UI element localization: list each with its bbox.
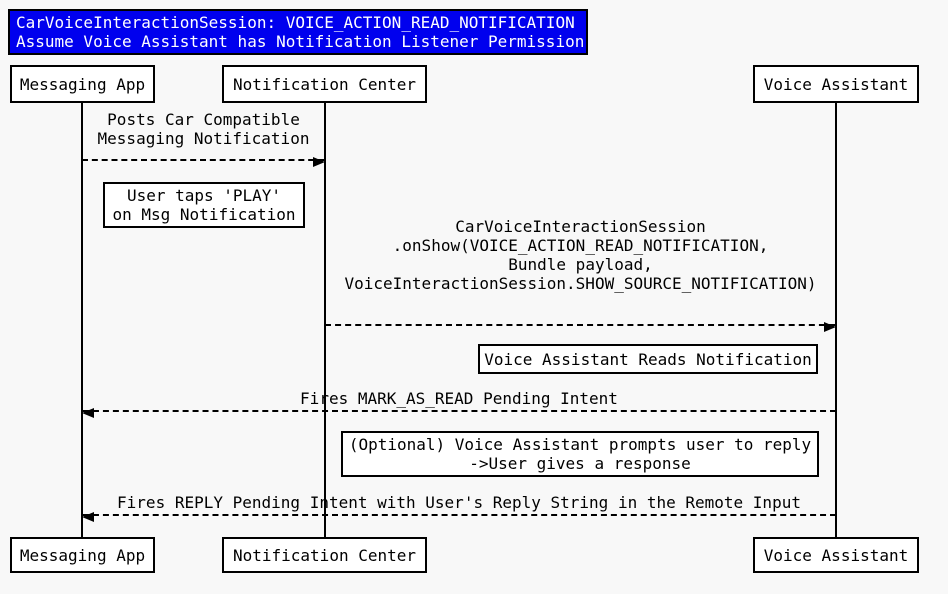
message-2-line-1: CarVoiceInteractionSession [455, 217, 706, 236]
message-4-label: Fires REPLY Pending Intent with User's R… [82, 493, 836, 512]
arrowhead-right-icon [824, 322, 836, 332]
note-line: User taps 'PLAY' [126, 186, 282, 205]
participant-notification-center-bottom: Notification Center [222, 537, 427, 573]
participant-label: Voice Assistant [763, 74, 909, 94]
message-1-label: Posts Car Compatible Messaging Notificat… [82, 110, 325, 148]
message-2-arrow [325, 322, 836, 332]
message-4-arrow [82, 512, 836, 522]
participant-label: Messaging App [19, 74, 146, 94]
message-1-arrow [82, 157, 325, 167]
note-user-taps-play: User taps 'PLAY' on Msg Notification [103, 182, 305, 228]
lifeline-notification-center [324, 103, 326, 537]
participant-label: Notification Center [232, 74, 417, 94]
lifeline-voice-assistant [835, 103, 837, 537]
note-line: Voice Assistant Reads Notification [484, 349, 812, 369]
message-3-line-1: Fires MARK_AS_READ Pending Intent [300, 389, 618, 408]
message-3-label: Fires MARK_AS_READ Pending Intent [82, 389, 836, 408]
participant-label: Messaging App [19, 545, 146, 565]
participant-label: Notification Center [232, 545, 417, 565]
message-2-line-3: Bundle payload, [508, 255, 653, 274]
participant-label: Voice Assistant [763, 545, 909, 565]
note-line: (Optional) Voice Assistant prompts user … [348, 435, 812, 454]
message-1-line-2: Messaging Notification [97, 129, 310, 148]
note-text: User taps 'PLAY' on Msg Notification [112, 186, 295, 224]
message-2-line-2: .onShow(VOICE_ACTION_READ_NOTIFICATION, [392, 236, 769, 255]
participant-voice-assistant-bottom: Voice Assistant [753, 537, 919, 573]
note-line: ->User gives a response [469, 454, 691, 473]
arrowhead-left-icon [82, 512, 94, 522]
message-1-line-1: Posts Car Compatible [107, 110, 300, 129]
message-2-line-4: VoiceInteractionSession.SHOW_SOURCE_NOTI… [344, 274, 817, 293]
arrowhead-right-icon [313, 157, 325, 167]
message-3-arrow [82, 408, 836, 418]
note-text: (Optional) Voice Assistant prompts user … [349, 435, 811, 473]
participant-messaging-app-top: Messaging App [10, 65, 155, 103]
arrowhead-left-icon [82, 408, 94, 418]
participant-messaging-app-bottom: Messaging App [10, 537, 155, 573]
message-4-line-1: Fires REPLY Pending Intent with User's R… [117, 493, 801, 512]
note-line: on Msg Notification [112, 205, 296, 224]
note-optional-reply-prompt: (Optional) Voice Assistant prompts user … [341, 431, 819, 477]
diagram-title-line-1: CarVoiceInteractionSession: VOICE_ACTION… [16, 13, 575, 32]
diagram-title-line-2: Assume Voice Assistant has Notification … [16, 32, 585, 51]
participant-notification-center-top: Notification Center [222, 65, 427, 103]
note-voice-assistant-reads: Voice Assistant Reads Notification [478, 344, 818, 374]
note-text: Voice Assistant Reads Notification [484, 350, 812, 369]
message-2-label: CarVoiceInteractionSession .onShow(VOICE… [325, 217, 836, 293]
diagram-title-box: CarVoiceInteractionSession: VOICE_ACTION… [8, 9, 588, 55]
lifeline-messaging-app [81, 103, 83, 537]
participant-voice-assistant-top: Voice Assistant [753, 65, 919, 103]
